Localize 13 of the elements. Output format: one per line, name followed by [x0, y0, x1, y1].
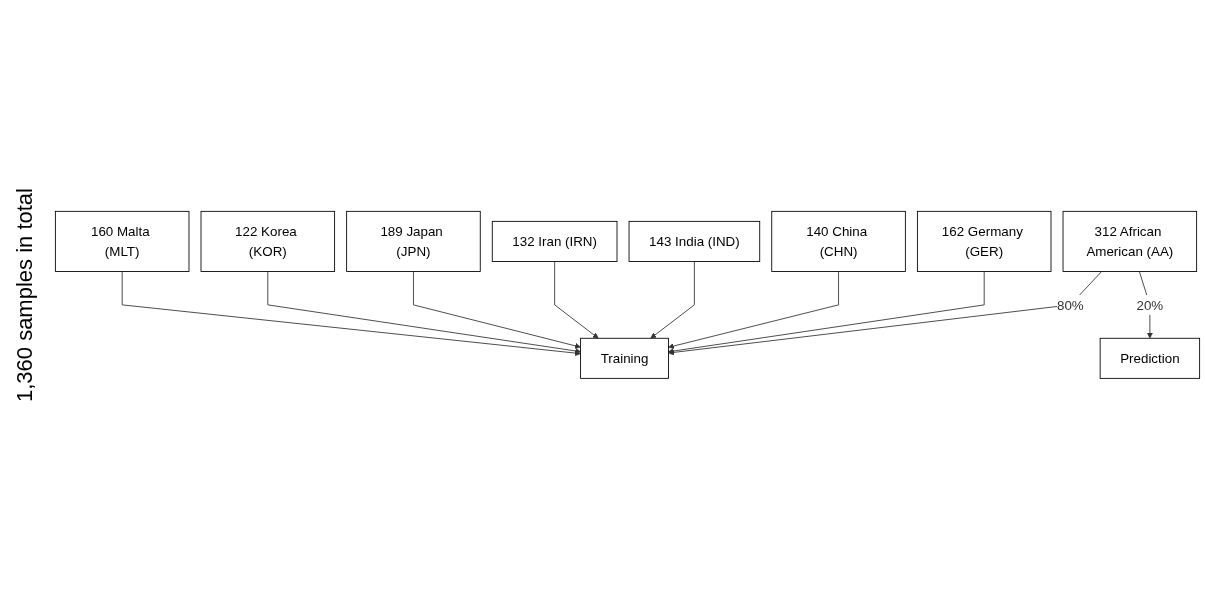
node-box: 162 Germany (GER) — [916, 211, 1052, 273]
node-box: 189 Japan (JPN) — [346, 211, 481, 273]
node-box: 143 India (IND) — [628, 221, 761, 263]
edge-label: 80% — [1057, 297, 1084, 313]
node-box: Training — [580, 338, 669, 379]
node-box: 122 Korea (KOR) — [200, 211, 336, 273]
node-box: Prediction — [1099, 338, 1201, 379]
node-box: 160 Malta (MLT) — [54, 211, 190, 273]
edge-label: 20% — [1136, 297, 1164, 313]
axis-note: 1,360 samples in total — [12, 188, 38, 402]
node-box: 140 China (CHN) — [771, 211, 906, 273]
node-box: 132 Iran (IRN) — [491, 221, 618, 263]
node-box: 312 African American (AA) — [1062, 211, 1198, 273]
